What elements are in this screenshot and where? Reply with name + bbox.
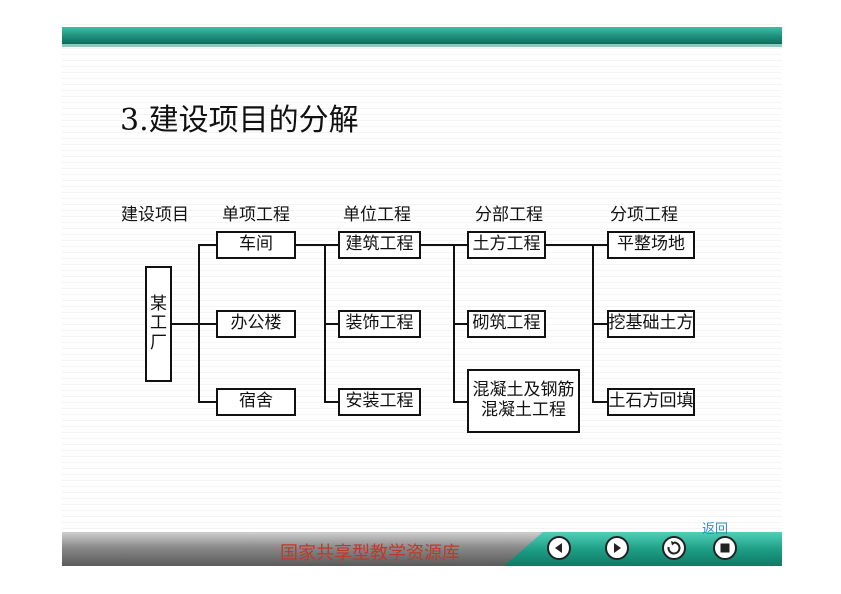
root-char: 厂 [150,332,167,353]
header-division: 分部工程 [475,205,543,225]
header-project: 建设项目 [121,205,189,225]
single-box: 宿舍 [216,388,296,416]
unit-box: 建筑工程 [338,231,421,259]
connector-item-2 [592,323,607,325]
single-box: 办公楼 [216,310,296,338]
connector-division-item [546,244,607,246]
root-box: 某 工 厂 [145,266,172,382]
connector-single-3 [198,401,216,403]
division-box: 砌筑工程 [467,310,546,338]
header-unit: 单位工程 [343,205,411,225]
slide-background [62,24,782,570]
division-line: 混凝土及钢筋 [472,380,575,401]
prev-button[interactable] [547,536,571,560]
single-box: 车间 [216,231,296,259]
footer-brand: 国家共享型教学资源库 [280,543,460,564]
connector-unit-division [421,244,467,246]
connector-single-2 [198,323,216,325]
unit-box: 安装工程 [338,388,421,416]
stop-button[interactable] [713,536,737,560]
header-item: 分项工程 [610,205,678,225]
connector-division-3 [453,401,467,403]
division-box: 土方工程 [467,231,546,259]
item-box: 土石方回填 [607,388,695,416]
top-banner-edge [62,44,782,47]
division-line: 混凝土工程 [481,400,566,420]
footer-accent [504,532,782,566]
return-link[interactable]: 返回 [702,522,729,537]
connector-single-1 [198,244,216,246]
unit-box: 装饰工程 [338,310,421,338]
replay-button[interactable] [662,536,686,560]
prev-icon [555,543,562,553]
item-box: 平整场地 [607,231,695,259]
division-box-multiline: 混凝土及钢筋 混凝土工程 [467,369,580,433]
connector-unit-3 [324,401,338,403]
next-button[interactable] [605,536,629,560]
connector-single-unit [296,244,338,246]
root-char: 某 [150,293,167,314]
connector-item-3 [592,401,607,403]
connector-root [170,323,199,325]
connector-division-2 [453,323,467,325]
connector-unit-2 [324,323,338,325]
root-char: 工 [150,313,167,334]
slide-title: 3.建设项目的分解 [120,103,359,138]
top-banner [62,27,782,44]
header-single: 单项工程 [222,205,290,225]
replay-icon [667,541,681,555]
stop-icon [720,543,730,553]
item-box: 挖基础土方 [607,310,695,338]
next-icon [614,543,621,553]
